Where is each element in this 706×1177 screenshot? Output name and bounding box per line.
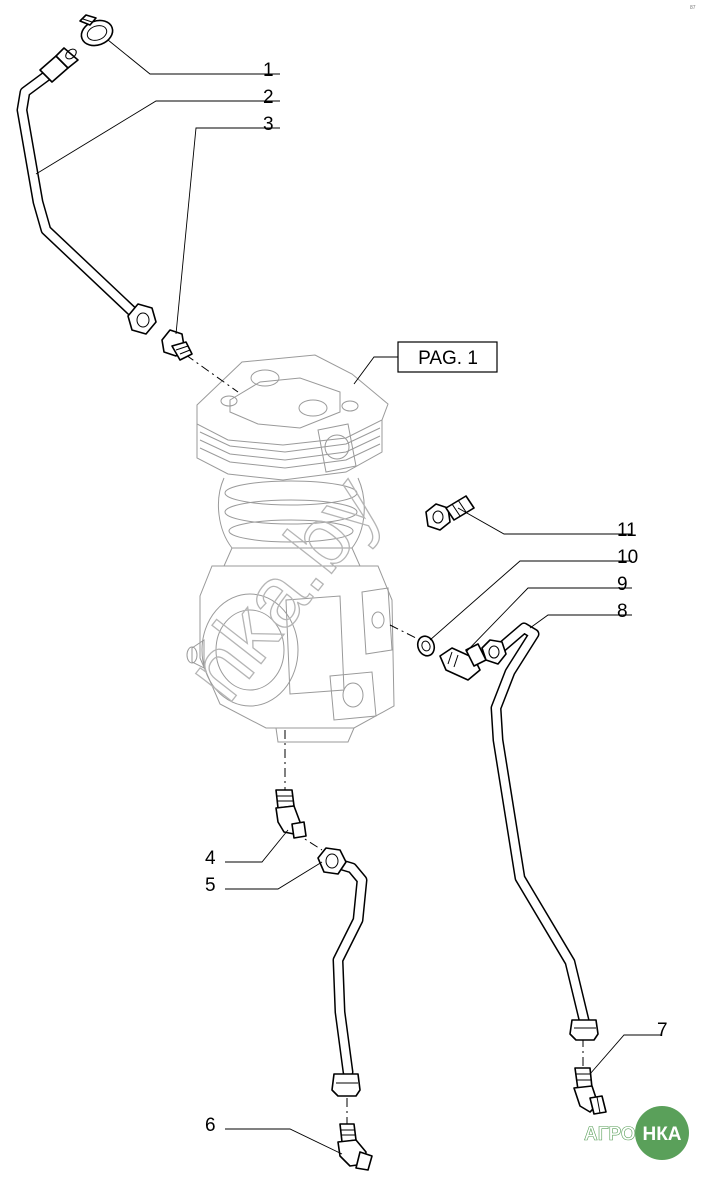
callout-7: 7 xyxy=(657,1020,668,1041)
part-5-air-pipe-lower xyxy=(317,847,368,1097)
logo-text-left: АГРО xyxy=(584,1124,636,1145)
part-10-washer xyxy=(416,635,436,657)
agronka-logo: АГРО НКА xyxy=(584,1106,689,1160)
callout-5: 5 xyxy=(205,875,216,896)
part-11-connector xyxy=(425,495,475,531)
logo-text-right: НКА xyxy=(642,1124,681,1145)
watermark: nka.by xyxy=(167,459,399,718)
leader-lines xyxy=(35,39,662,1155)
callout-4: 4 xyxy=(205,848,216,869)
callout-2: 2 xyxy=(263,87,274,108)
part-7-elbow xyxy=(573,1067,607,1115)
page-reference-leader xyxy=(353,356,398,385)
callout-3: 3 xyxy=(263,114,274,135)
callout-1: 1 xyxy=(263,60,274,81)
callout-9: 9 xyxy=(617,574,628,595)
callout-11: 11 xyxy=(617,520,637,541)
compressor-outline xyxy=(186,354,395,743)
callout-8: 8 xyxy=(617,601,628,622)
callout-6: 6 xyxy=(205,1115,216,1136)
part-4-elbow xyxy=(275,789,307,839)
part-8-air-pipe-right xyxy=(481,622,599,1041)
corner-code: 87 xyxy=(690,5,696,11)
part-6-elbow xyxy=(337,1123,373,1171)
part-2-air-pipe-upper xyxy=(16,47,157,335)
part-3-connector xyxy=(161,329,193,361)
page-reference-label: PAG. 1 xyxy=(418,348,478,369)
part-1-hose-clamp xyxy=(79,14,114,47)
callout-10: 10 xyxy=(617,547,638,568)
part-9-elbow xyxy=(439,643,487,681)
